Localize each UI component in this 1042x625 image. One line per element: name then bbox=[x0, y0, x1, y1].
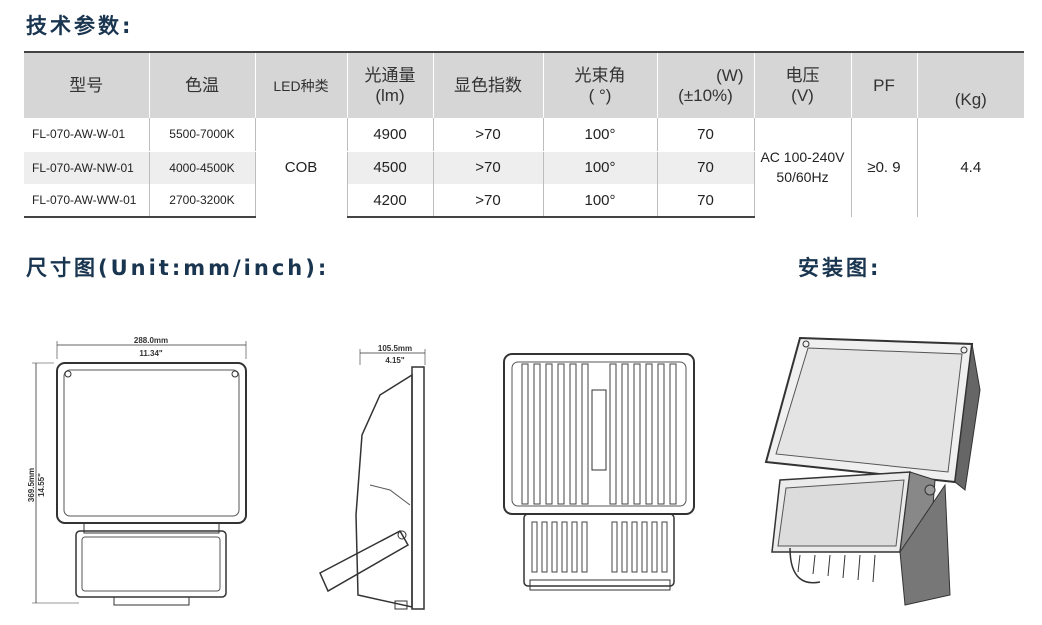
table-row: FL-070-AW-NW-01 4000-4500K 4500 >70 100°… bbox=[24, 151, 1024, 184]
header-cct: 色温 bbox=[148, 52, 255, 118]
cell-lumen: 4200 bbox=[346, 184, 433, 218]
cell-model: FL-070-AW-WW-01 bbox=[24, 184, 149, 218]
cell-cri: >70 bbox=[432, 151, 543, 184]
header-model: 型号 bbox=[24, 52, 149, 118]
front-width-mm: 288.0mm bbox=[134, 336, 168, 345]
installation-drawing bbox=[764, 336, 981, 606]
cell-cct: 4000-4500K bbox=[148, 151, 255, 184]
header-power: (W)(±10%) bbox=[656, 52, 754, 118]
side-depth-mm: 105.5mm bbox=[378, 344, 412, 353]
cell-cct: 5500-7000K bbox=[148, 118, 255, 152]
cell-cct: 2700-3200K bbox=[148, 184, 255, 218]
cell-pf: ≥0. 9 bbox=[850, 118, 917, 218]
header-beam-angle: 光束角( °) bbox=[542, 52, 657, 118]
dimension-section-title: 尺寸图(Unit:mm/inch): bbox=[26, 256, 330, 280]
header-lumen: 光通量(lm) bbox=[346, 52, 433, 118]
front-height-in: 14.55" bbox=[37, 473, 46, 497]
header-voltage: 电压(V) bbox=[753, 52, 851, 118]
spec-table: 型号 色温 LED种类 光通量(lm) 显色指数 光束角( °) (W)(±10… bbox=[24, 51, 1024, 218]
cell-lumen: 4900 bbox=[346, 118, 433, 152]
cell-model: FL-070-AW-NW-01 bbox=[24, 151, 149, 184]
side-view-drawing: 105.5mm 4.15" bbox=[319, 344, 426, 610]
header-led-type: LED种类 bbox=[254, 52, 347, 118]
spec-section-title: 技术参数: bbox=[26, 14, 134, 38]
cell-beam: 100° bbox=[542, 151, 657, 184]
cell-power: 70 bbox=[656, 118, 754, 152]
cell-cri: >70 bbox=[432, 184, 543, 218]
cell-model: FL-070-AW-W-01 bbox=[24, 118, 149, 152]
cell-lumen: 4500 bbox=[346, 151, 433, 184]
cell-power: 70 bbox=[656, 184, 754, 218]
front-view-drawing: 288.0mm 11.34" 369.5mm 14.55" bbox=[27, 336, 247, 606]
cell-led-type: COB bbox=[254, 118, 347, 218]
header-cri: 显色指数 bbox=[432, 52, 543, 118]
cell-power: 70 bbox=[656, 151, 754, 184]
installation-section-title: 安装图: bbox=[798, 256, 882, 280]
cell-weight: 4.4 bbox=[916, 118, 1024, 218]
front-width-in: 11.34" bbox=[139, 349, 163, 358]
cell-beam: 100° bbox=[542, 184, 657, 218]
header-pf: PF bbox=[850, 52, 917, 118]
table-row: FL-070-AW-WW-01 2700-3200K 4200 >70 100°… bbox=[24, 184, 1024, 218]
header-weight: (Kg) bbox=[916, 52, 1024, 118]
table-header-row: 型号 色温 LED种类 光通量(lm) 显色指数 光束角( °) (W)(±10… bbox=[24, 52, 1024, 118]
front-height-mm: 369.5mm bbox=[27, 468, 36, 502]
table-row: FL-070-AW-W-01 5500-7000K COB 4900 >70 1… bbox=[24, 118, 1024, 218]
back-view-drawing bbox=[503, 353, 695, 591]
cell-voltage: AC 100-240V 50/60Hz bbox=[753, 118, 851, 218]
cell-beam: 100° bbox=[542, 118, 657, 152]
side-depth-in: 4.15" bbox=[385, 356, 405, 365]
cell-cri: >70 bbox=[432, 118, 543, 152]
